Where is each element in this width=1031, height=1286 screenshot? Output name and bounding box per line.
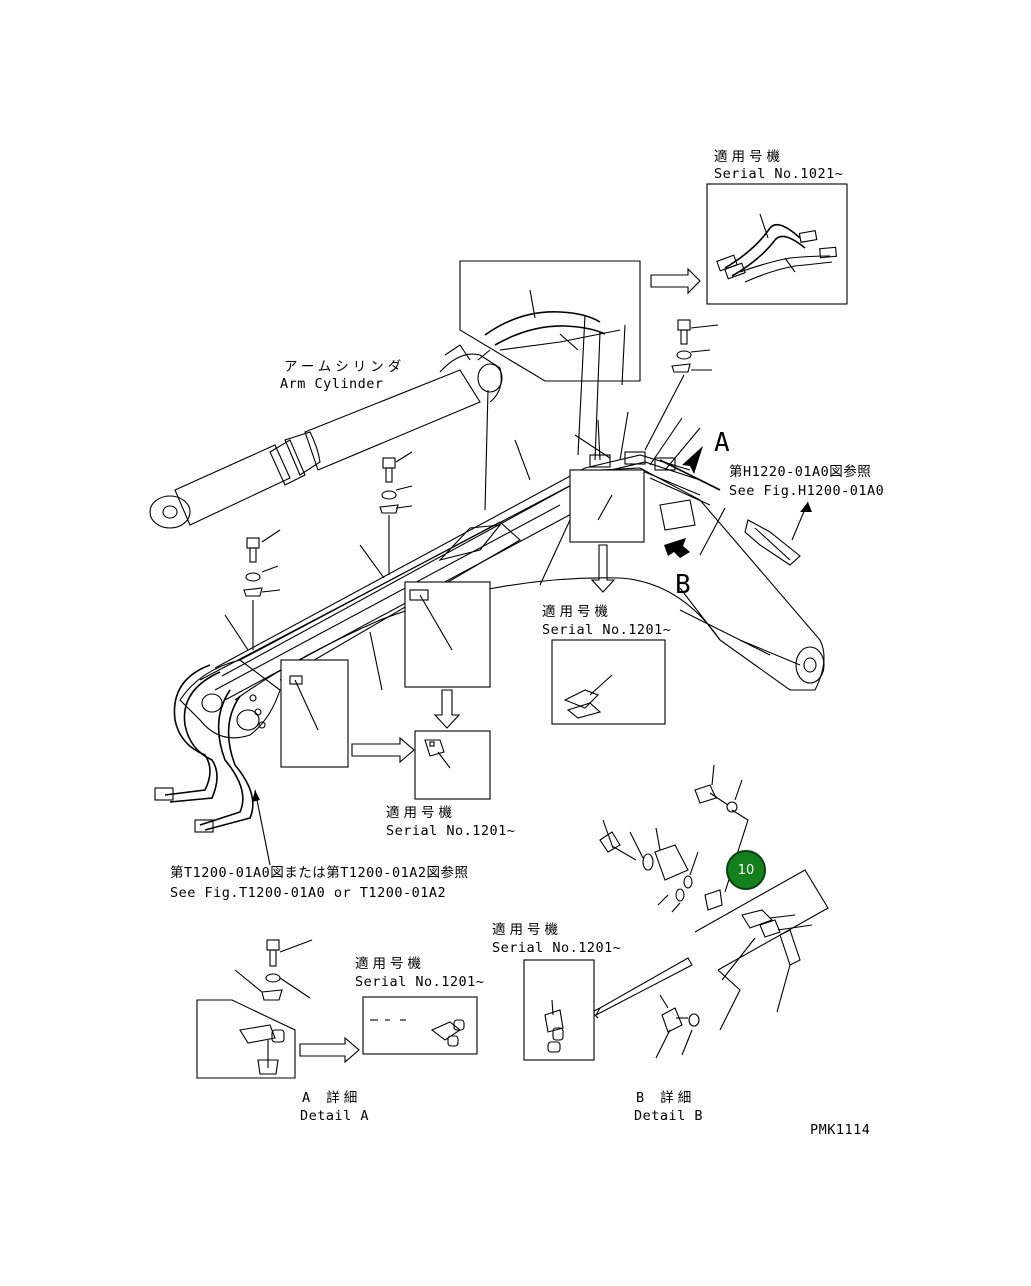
detail-b-serial-parts — [544, 999, 564, 1053]
serial-a-jp-label: 適用号機 — [355, 956, 425, 972]
arrow-b-solid — [664, 538, 690, 558]
leader-arrow-b — [679, 587, 721, 641]
hollow-arrow-right-detail-a — [299, 1036, 360, 1064]
arrow-a-label: A — [714, 428, 731, 458]
hollow-arrow-down-mid — [590, 544, 616, 593]
detail-box-mid-serial-1201 — [551, 639, 666, 725]
arm-cylinder-label: Arm Cylinder — [280, 376, 384, 392]
callout-badge-10[interactable]: 10 — [726, 850, 766, 890]
detail-a-assembly — [196, 939, 313, 1079]
clamp-fitting — [409, 589, 429, 601]
serial-left-jp-label: 適用号機 — [386, 805, 456, 821]
arm-cylinder — [149, 344, 503, 529]
serial-mid-jp-label: 適用号機 — [542, 604, 612, 620]
arm-body — [179, 467, 825, 739]
see-h-label: See Fig.H1200-01A0 — [729, 483, 885, 499]
hydraulic-lines — [214, 454, 721, 677]
hollow-arrow-down-left — [433, 689, 461, 729]
detail-b-jp-label: B 詳細 — [636, 1090, 696, 1106]
detail-box-left-serial-1201 — [414, 730, 491, 800]
serial-b-label: Serial No.1201~ — [492, 940, 622, 956]
callout-box-left — [280, 659, 349, 768]
hose-panel-upper — [459, 260, 641, 461]
see-t-label: See Fig.T1200-01A0 or T1200-01A2 — [170, 885, 447, 901]
detail-box-serial-1021 — [706, 183, 848, 305]
hollow-arrow-right-left — [351, 736, 415, 764]
arm-cylinder-jp-label: アームシリンダ — [284, 359, 406, 375]
detail-a-serial-box — [362, 996, 478, 1055]
bolt-group-upper-right — [644, 319, 719, 451]
figure-code-label: PMK1114 — [810, 1122, 871, 1138]
serial-top-jp-label: 適用号機 — [714, 149, 784, 165]
leader-see-t — [254, 789, 271, 866]
callout-box-upper-mid — [569, 469, 645, 543]
detail-b-label: Detail B — [634, 1108, 704, 1124]
bolt-group-middle — [359, 451, 413, 579]
leader-line — [369, 631, 383, 691]
callout-box-middle — [404, 581, 491, 688]
connector-group-right — [744, 501, 812, 566]
left-hoses — [154, 664, 254, 833]
detail-a-jp-label: A 詳細 — [302, 1090, 362, 1106]
serial-b-jp-label: 適用号機 — [492, 922, 562, 938]
bolt-group-left — [224, 529, 281, 651]
leader-serial-mid — [539, 519, 571, 586]
detail-a-label: Detail A — [300, 1108, 370, 1124]
leader-arm-cylinder — [484, 389, 489, 511]
clamp-fittings-top — [574, 411, 701, 531]
arrow-b-label: B — [675, 570, 692, 600]
serial-top-label: Serial No.1021~ — [714, 166, 844, 182]
see-t-jp-label: 第T1200-01A0図または第T1200-01A2図参照 — [170, 865, 469, 881]
detail-a-serial-parts — [370, 1019, 465, 1047]
detail-b-assembly — [591, 764, 829, 1059]
arrow-a-solid — [682, 446, 703, 474]
serial-left-label: Serial No.1201~ — [386, 823, 516, 839]
hollow-arrow-right-top — [650, 267, 701, 295]
leader-hose — [514, 439, 531, 481]
serial-a-label: Serial No.1201~ — [355, 974, 485, 990]
leader-arrow-a — [699, 507, 726, 556]
see-h-jp-label: 第H1220-01A0図参照 — [729, 464, 872, 480]
serial-mid-label: Serial No.1201~ — [542, 622, 672, 638]
